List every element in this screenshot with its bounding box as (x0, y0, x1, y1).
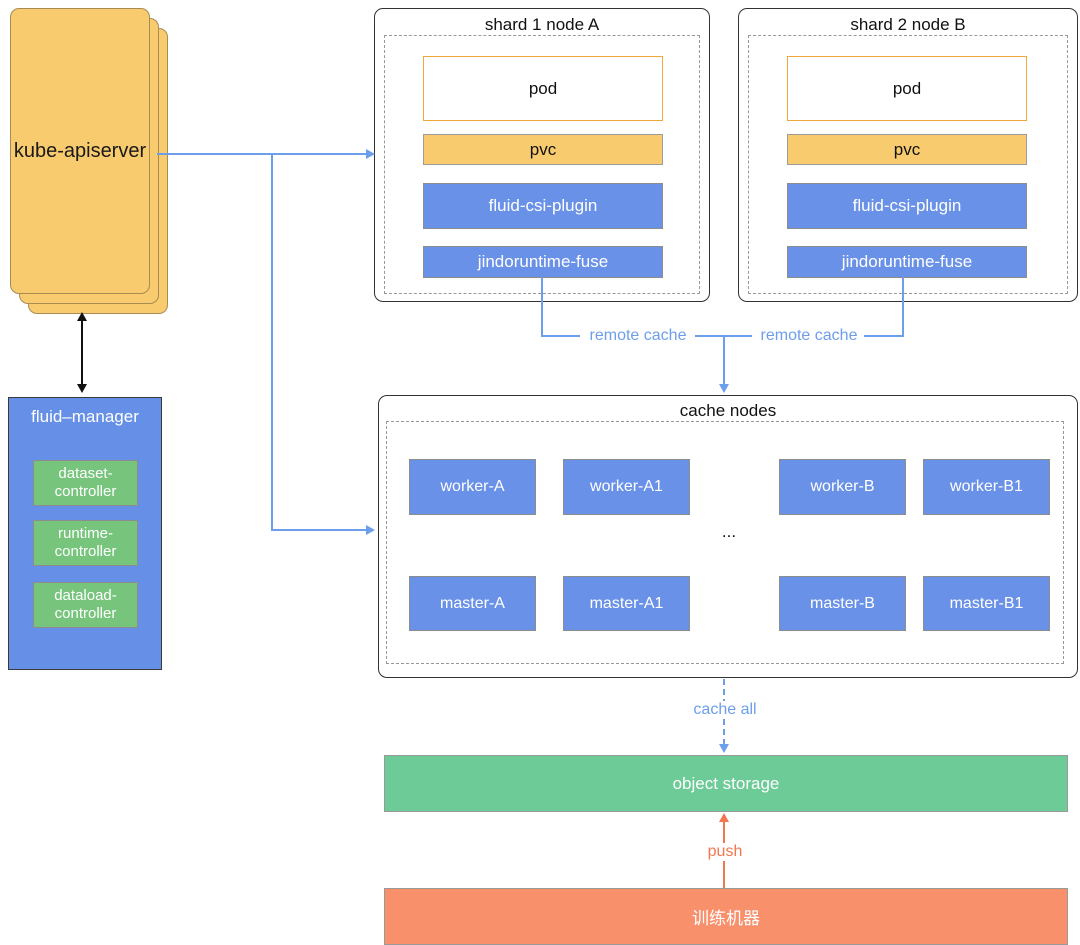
shard-1-pvc-box: pvc (423, 134, 663, 165)
master-a1-box: master-A1 (563, 576, 690, 631)
shard-2-pod-box: pod (787, 56, 1027, 121)
kube-apiserver-box: kube-apiserver (10, 8, 150, 294)
shard-2-fluid-csi-plugin-box: fluid-csi-plugin (787, 183, 1027, 229)
shard-2-jindoruntime-fuse-box: jindoruntime-fuse (787, 246, 1027, 278)
ellipsis-label: ... (721, 522, 737, 541)
remote-cache-label-right: remote cache (756, 327, 862, 345)
arrowhead-down-icon (719, 384, 729, 393)
dataset-controller-box: dataset- controller (33, 460, 138, 506)
arrowhead-right-icon (366, 149, 375, 159)
remote-cache-line-segment (864, 335, 904, 337)
kube-to-shard-line (157, 153, 369, 155)
remote-cache-line-segment (542, 335, 580, 337)
training-machines-box: 训练机器 (384, 888, 1068, 945)
push-label: push (703, 843, 747, 861)
kube-fluid-arrow-line (81, 320, 83, 384)
runtime-controller-box: runtime- controller (33, 520, 138, 566)
fluid-manager-box: fluid–manager dataset- controller runtim… (8, 397, 162, 670)
shard-2-node-b-box: shard 2 node B pod pvc fluid-csi-plugin … (738, 8, 1078, 302)
shard-1-fluid-csi-plugin-box: fluid-csi-plugin (423, 183, 663, 229)
worker-a1-box: worker-A1 (563, 459, 690, 515)
shard-1-fuse-drop-line (541, 277, 543, 337)
worker-a-box: worker-A (409, 459, 536, 515)
worker-b1-box: worker-B1 (923, 459, 1050, 515)
arrowhead-up-icon (77, 312, 87, 321)
shard-1-pod-box: pod (423, 56, 663, 121)
shard-2-dashed-border (748, 35, 1068, 294)
arrowhead-down-icon (77, 384, 87, 393)
arrowhead-right-icon (366, 525, 375, 535)
cache-nodes-title: cache nodes (679, 401, 777, 420)
master-b-box: master-B (779, 576, 906, 631)
shard-1-title: shard 1 node A (484, 15, 600, 34)
shard-2-title: shard 2 node B (850, 15, 966, 34)
worker-b-box: worker-B (779, 459, 906, 515)
kube-branch-vertical-line (271, 153, 273, 531)
cache-all-label: cache all (689, 701, 761, 719)
shard-1-jindoruntime-fuse-box: jindoruntime-fuse (423, 246, 663, 278)
kube-to-cache-line (271, 529, 369, 531)
shard-2-fuse-drop-line (902, 277, 904, 337)
master-b1-box: master-B1 (923, 576, 1050, 631)
kube-apiserver-label: kube-apiserver (13, 139, 147, 162)
cache-nodes-box: cache nodes worker-A worker-A1 worker-B … (378, 395, 1078, 678)
dataload-controller-box: dataload- controller (33, 582, 138, 628)
remote-cache-to-cache-nodes-line (723, 336, 725, 385)
object-storage-box: object storage (384, 755, 1068, 812)
arrowhead-down-icon (719, 744, 729, 753)
remote-cache-label-left: remote cache (585, 327, 691, 345)
arrowhead-up-icon (719, 813, 729, 822)
shard-1-node-a-box: shard 1 node A pod pvc fluid-csi-plugin … (374, 8, 710, 302)
cache-nodes-dashed-border (386, 421, 1064, 664)
master-a-box: master-A (409, 576, 536, 631)
fluid-manager-title: fluid–manager (31, 407, 139, 426)
shard-2-pvc-box: pvc (787, 134, 1027, 165)
